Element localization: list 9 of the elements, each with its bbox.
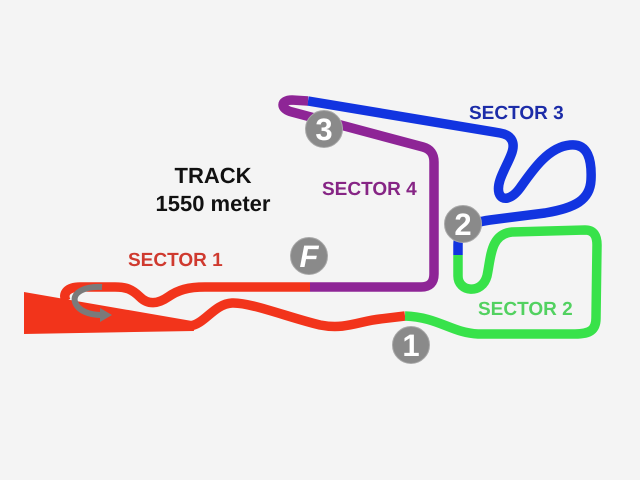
track-marker: F [290, 237, 328, 275]
track-title: TRACK 1550 meter [154, 162, 272, 218]
track-marker: 1 [392, 326, 430, 364]
sector-label: SECTOR 2 [478, 299, 573, 321]
sector-label: SECTOR 3 [469, 103, 564, 125]
track-marker: 2 [444, 205, 482, 243]
sector-label: SECTOR 4 [322, 179, 417, 201]
track-marker: 3 [305, 110, 343, 148]
sector-label: SECTOR 1 [128, 250, 223, 272]
